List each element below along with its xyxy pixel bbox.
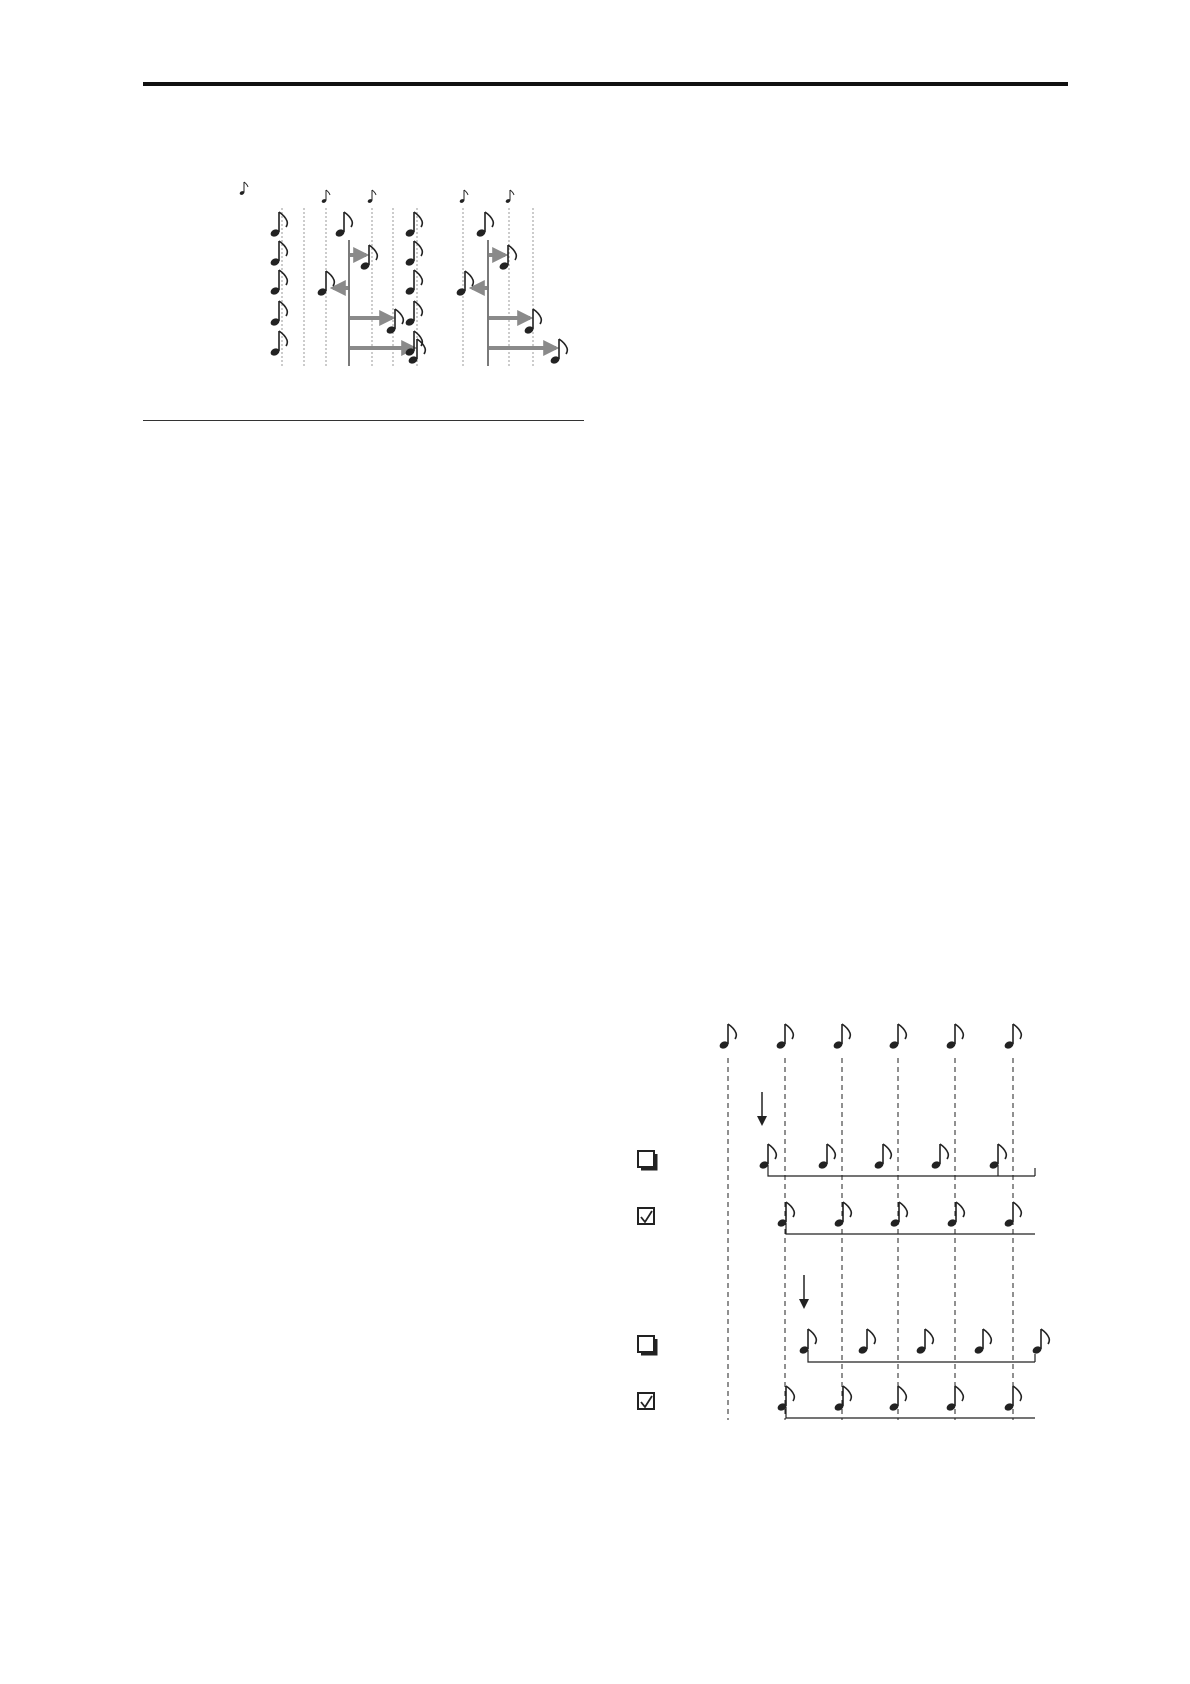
eighth-note-icon xyxy=(873,1144,891,1170)
unchecked-checkbox-icon xyxy=(638,1336,656,1354)
eighth-note-icon xyxy=(945,1386,963,1412)
down-arrow-head xyxy=(799,1299,809,1309)
down-arrow-head xyxy=(757,1116,767,1126)
eighth-note-icon xyxy=(1031,1329,1049,1355)
eighth-note-icon xyxy=(758,1144,776,1170)
start-arrows xyxy=(757,1092,809,1309)
eighth-note-icon xyxy=(817,1144,835,1170)
eighth-note-icon xyxy=(888,1024,906,1050)
eighth-note-icon xyxy=(776,1202,794,1228)
eighth-note-icon xyxy=(1003,1202,1021,1228)
eighth-note-icon xyxy=(945,1024,963,1050)
eighth-note-icon xyxy=(946,1202,964,1228)
eighth-note-icon xyxy=(857,1329,875,1355)
bracket xyxy=(786,1223,1035,1234)
eighth-note-icon xyxy=(889,1202,907,1228)
checkboxes xyxy=(638,1151,656,1409)
eighth-note-icon xyxy=(775,1024,793,1050)
eighth-note-icon xyxy=(988,1144,1006,1170)
eighth-note-icon xyxy=(798,1329,816,1355)
checked-checkbox-icon xyxy=(638,1208,654,1224)
eighth-note-icon xyxy=(973,1329,991,1355)
eighth-note-icon xyxy=(718,1024,736,1050)
eighth-note-icon xyxy=(776,1386,794,1412)
eighth-note-icon xyxy=(888,1386,906,1412)
checkbox-frame xyxy=(638,1336,654,1352)
eighth-note-icon xyxy=(1003,1386,1021,1412)
eighth-note-icon xyxy=(832,1024,850,1050)
eighth-note-icon xyxy=(930,1144,948,1170)
timing-guides xyxy=(728,1058,1013,1420)
eighth-note-icon xyxy=(833,1202,851,1228)
checked-checkbox-icon xyxy=(638,1393,654,1409)
eighth-note-icon xyxy=(1003,1024,1021,1050)
eighth-note-icon xyxy=(915,1329,933,1355)
note-rows xyxy=(718,1024,1049,1412)
checkbox-frame xyxy=(638,1151,654,1167)
unchecked-checkbox-icon xyxy=(638,1151,656,1169)
eighth-note-icon xyxy=(833,1386,851,1412)
bracket xyxy=(786,1407,1035,1418)
